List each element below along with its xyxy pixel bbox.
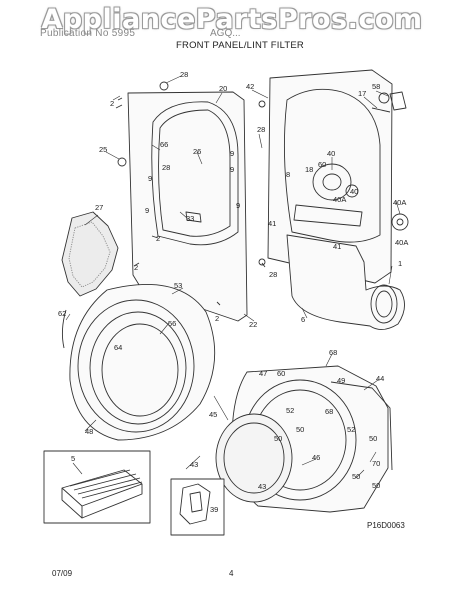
callout-label: 60 [318,160,326,169]
callout-label: 40 [327,149,335,158]
callout-label: 40 [350,187,358,196]
callout-label: 46 [312,453,320,462]
door-window [215,413,293,503]
callout-label: 64 [114,343,122,352]
callout-label: 9 [148,174,152,183]
callout-label: 28 [269,270,277,279]
callout-label: 9 [145,206,149,215]
callout-label: 39 [210,505,218,514]
callout-label: 28 [180,70,188,79]
callout-label: 28 [257,125,265,134]
callout-label: 58 [372,82,380,91]
callout-label: 43 [258,482,266,491]
hinge-inset [170,478,225,536]
section-title: FRONT PANEL/LINT FILTER [176,40,304,51]
drying-rack-inset [43,450,151,524]
callout-label: 48 [85,427,93,436]
callout-label: 27 [95,203,103,212]
callout-label: 52 [286,406,294,415]
callout-label: 28 [162,163,170,172]
callout-label: 53 [174,281,182,290]
callout-label: 2 [156,234,160,243]
callout-label: 6 [301,315,305,324]
callout-label: 70 [372,459,380,468]
callout-label: 25 [99,145,107,154]
model-number: AGQ... [210,28,241,39]
callout-label: 40A [395,238,408,247]
callout-label: 52 [347,425,355,434]
door-frame-ring [69,284,216,441]
callout-label: 26 [193,147,201,156]
callout-label: 68 [329,348,337,357]
exhaust-duct [286,234,405,330]
footer-page-number: 4 [229,569,234,578]
callout-label: 41 [268,219,276,228]
callout-label: 18 [305,165,313,174]
callout-label: 40A [333,195,346,204]
callout-label: 42 [246,82,254,91]
callout-label: 47 [259,369,267,378]
callout-label: 41 [333,242,341,251]
callout-label: 40A [393,198,406,207]
callout-label: 2 [215,314,219,323]
callout-label: 50 [274,434,282,443]
callout-label: 9 [230,149,234,158]
diagram-code: P16D0063 [367,521,405,530]
callout-label: 5 [71,454,75,463]
callout-label: 33 [186,214,194,223]
callout-labels: 28 20 42 17 58 2 28 25 66 26 28 9 9 40 1… [58,70,408,514]
callout-label: 68 [325,407,333,416]
callout-label: 66 [160,140,168,149]
callout-label: 8 [286,170,290,179]
callout-label: 2 [134,263,138,272]
footer-date: 07/09 [52,569,73,578]
callout-label: 44 [376,374,384,383]
watermark: AppliancePartsPros.com [41,4,423,35]
callout-label: 49 [337,376,345,385]
callout-label: 50 [296,425,304,434]
callout-label: 60 [277,369,285,378]
callout-label: 17 [358,89,366,98]
front-panel [127,91,248,322]
callout-label: 56 [168,319,176,328]
callout-label: 43 [190,460,198,469]
callout-label: 22 [249,320,257,329]
lint-filter [61,211,119,297]
publication-number: Publication No 5995 [40,28,136,39]
callout-label: 50 [369,434,377,443]
callout-label: 1 [398,259,402,268]
callout-label: 20 [219,84,227,93]
callout-label: 9 [230,165,234,174]
callout-label: 50 [352,472,360,481]
callout-label: 50 [372,481,380,490]
callout-label: 45 [209,410,217,419]
callout-label: 62 [58,309,66,318]
callout-label: 2 [110,99,114,108]
callout-label: 9 [236,201,240,210]
